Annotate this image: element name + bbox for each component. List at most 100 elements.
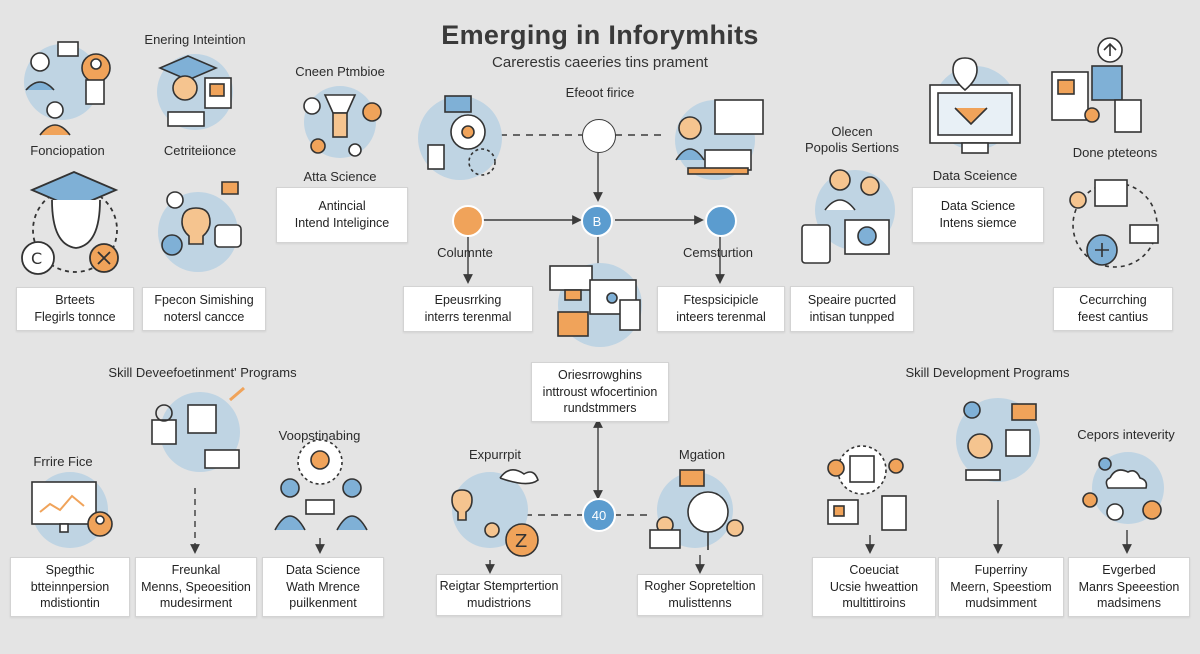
- card-line: inttroust wfocertinion: [542, 384, 658, 399]
- label-atta-science: Atta Science: [303, 169, 377, 184]
- label-enering-inteintion: Enering Inteintion: [144, 32, 246, 47]
- label-frrire-fice: Frrire Fice: [33, 454, 93, 469]
- card-line: Cecurrching: [1079, 293, 1147, 308]
- card-line: madsimens: [1097, 596, 1161, 611]
- card-line: Manrs Speeestion: [1078, 579, 1180, 594]
- card-cecurrching: Cecurrching feest cantius: [1053, 287, 1173, 331]
- card-line: puilkenment: [289, 596, 357, 611]
- devices-connection-icon: [549, 263, 642, 347]
- label-cneen-ptmbioe: Cneen Ptmbioe: [295, 64, 385, 79]
- mentor-chat-icon: [956, 398, 1040, 482]
- card-line: Intend Inteligince: [294, 216, 390, 230]
- card-line: Rogher Sopreteltion: [644, 579, 756, 594]
- bottom-node-label: 40: [591, 507, 607, 523]
- section-heading-right: Skill Development Programs: [905, 365, 1070, 380]
- left-node: [452, 205, 484, 237]
- card-oriesrrowghins: Oriesrrowghins inttroust wfocertinion rund…: [531, 362, 669, 422]
- card-spegthic: Spegthic btteinnpersion mdistiontin: [10, 557, 130, 617]
- card-line: Antincial: [318, 199, 366, 214]
- upload-documents-icon: [1051, 37, 1142, 133]
- idea-lightbulb-icon: [158, 181, 242, 272]
- gears-robot-icon: [418, 95, 502, 180]
- label-done-pteteons: Done pteteons: [1072, 145, 1158, 160]
- card-line: Ucsie hweattion: [829, 579, 919, 594]
- card-line: inteers terenmal: [676, 310, 766, 324]
- card-line: Data Science: [940, 199, 1016, 214]
- graduation-cap-icon: [157, 54, 233, 130]
- label-mgation: Mgation: [678, 447, 726, 462]
- connector-lines: [190, 134, 1132, 574]
- presentation-devices-icon: [827, 445, 907, 531]
- section-heading-left: Skill Deveefoetinment' Programs: [108, 365, 297, 380]
- card-line: rundstmmers: [563, 401, 637, 416]
- card-line: Fuperriny: [974, 562, 1028, 577]
- card-line: mdistiontin: [40, 596, 100, 611]
- page-subtitle: Carerestis caeeries tins prament: [492, 54, 708, 71]
- card-epeusrrking: Epeusrrking interrs terenmal: [403, 286, 533, 332]
- card-fpecon-simishing: Fpecon Simishing notersl cancce: [142, 287, 266, 331]
- card-line: feest cantius: [1077, 310, 1149, 324]
- card-line: Speaire pucrted: [807, 293, 897, 308]
- bottom-node: 40: [582, 498, 616, 532]
- label-expurrpit: Expurrpit: [468, 447, 522, 462]
- svg-text:Z: Z: [515, 531, 527, 552]
- card-line: Oriesrrowghins: [557, 367, 643, 382]
- card-line: Evgerbed: [1102, 562, 1156, 577]
- card-line: mudesirment: [159, 596, 233, 611]
- science-lamp-icon: [303, 86, 382, 158]
- card-line: Meern, Speestiom: [950, 579, 1052, 594]
- label-data-sceience: Data Sceience: [932, 168, 1018, 183]
- card-line: Spegthic: [45, 562, 95, 577]
- label-popolis-sertions: Popolis Sertions: [805, 140, 899, 155]
- card-rogher-sopreteltion: Rogher Sopreteltion mulisttenns: [637, 574, 763, 616]
- card-line: mudsimment: [965, 596, 1037, 611]
- card-line: mudistrions: [467, 596, 531, 610]
- card-line: Brteets: [55, 293, 95, 308]
- top-node: [582, 119, 616, 153]
- card-line: Wath Mrence: [286, 579, 360, 594]
- right-node: [705, 205, 737, 237]
- label-cepors-inteverity: Cepors inteverity: [1077, 427, 1175, 442]
- card-line: Flegirls tonnce: [34, 310, 116, 324]
- card-line: intisan tunpped: [809, 310, 895, 324]
- page-title: Emerging in Inforymhits: [441, 20, 759, 50]
- mentoring-people-icon: [274, 439, 368, 531]
- card-line: multittiroins: [842, 596, 906, 611]
- ideas-cloud-icon: Z: [451, 469, 539, 557]
- card-line: notersl cancce: [163, 310, 245, 324]
- card-line: Coeuciat: [849, 562, 899, 577]
- card-line: Fpecon Simishing: [154, 293, 254, 308]
- card-line: btteinnpersion: [30, 579, 110, 594]
- label-fonciopation: Fonciopation: [30, 143, 105, 158]
- team-tablet-icon: [801, 169, 895, 264]
- healthcare-tools-icon: [1069, 179, 1159, 268]
- label-cemsturtion: Cemsturtion: [682, 245, 754, 260]
- presenter-board-icon: [675, 99, 764, 180]
- center-node-label: B: [592, 213, 602, 229]
- cloud-network-icon: [1082, 452, 1164, 524]
- center-node-b: B: [581, 205, 613, 237]
- label-columnte: Columnte: [437, 245, 493, 260]
- card-line: Data Science: [285, 562, 361, 577]
- card-speaire-pucrted: Speaire pucrted intisan tunpped: [790, 286, 914, 332]
- card-line: interrs terenmal: [424, 310, 512, 324]
- card-line: Epeusrrking: [434, 293, 502, 308]
- label-cetriteiionce: Cetriteiionce: [163, 143, 237, 158]
- card-line: Freunkal: [171, 562, 221, 577]
- people-chat-icon: [24, 41, 111, 136]
- label-voopstinabing: Voopstinabing: [278, 428, 361, 443]
- card-line: mulisttenns: [668, 596, 732, 610]
- analytics-chart-icon: [31, 472, 113, 548]
- monitor-analytics-icon: [929, 57, 1021, 154]
- student-head-icon: C: [21, 171, 119, 275]
